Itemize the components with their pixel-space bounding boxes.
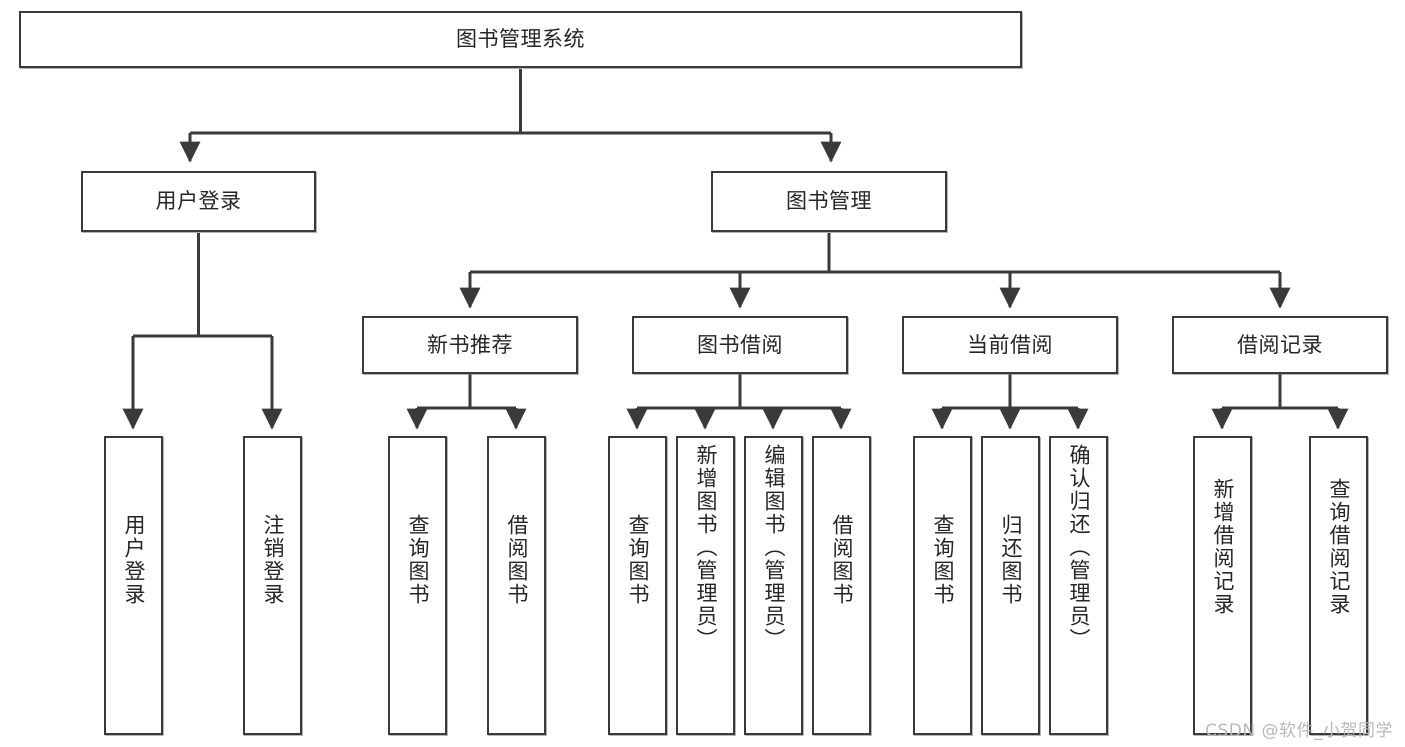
leaf-query-borrow-record-label: 查询借阅记录: [1327, 478, 1351, 616]
leaf-return-book-label: 归还图书: [999, 514, 1023, 606]
node-book-management-label: 图书管理: [786, 189, 872, 214]
node-user-login-label: 用户登录: [155, 189, 242, 214]
node-borrow-record[interactable]: 借阅记录: [1172, 316, 1388, 374]
watermark-text: CSDN @软件_小贺同学: [1205, 721, 1393, 741]
leaf-query-borrow-record[interactable]: 查询借阅记录: [1309, 436, 1368, 735]
leaf-confirm-return-admin-label: 确认归还（管理员）: [1067, 444, 1091, 651]
leaf-logout-login-label: 注销登录: [261, 514, 285, 606]
leaf-user-login[interactable]: 用户登录: [104, 436, 163, 735]
leaf-query-book-3[interactable]: 查询图书: [913, 436, 972, 735]
leaf-borrow-book-2-label: 借阅图书: [830, 514, 854, 606]
leaf-edit-book-admin-label: 编辑图书（管理员）: [762, 444, 786, 651]
node-root-system-label: 图书管理系统: [456, 27, 585, 52]
leaf-edit-book-admin[interactable]: 编辑图书（管理员）: [744, 436, 803, 735]
node-new-book-recommend[interactable]: 新书推荐: [362, 316, 578, 374]
leaf-query-book-2-label: 查询图书: [626, 514, 650, 606]
node-current-borrow-label: 当前借阅: [967, 332, 1053, 357]
leaf-add-book-admin[interactable]: 新增图书（管理员）: [676, 436, 735, 735]
leaf-query-book-2[interactable]: 查询图书: [608, 436, 667, 735]
node-new-book-recommend-label: 新书推荐: [427, 332, 513, 357]
leaf-logout-login[interactable]: 注销登录: [243, 436, 302, 735]
leaf-return-book[interactable]: 归还图书: [981, 436, 1040, 735]
leaf-query-book-3-label: 查询图书: [931, 514, 955, 606]
leaf-add-borrow-record-label: 新增借阅记录: [1211, 478, 1235, 616]
node-borrow-record-label: 借阅记录: [1237, 332, 1323, 357]
node-book-management[interactable]: 图书管理: [711, 171, 947, 232]
leaf-user-login-label: 用户登录: [122, 514, 146, 606]
node-book-borrow[interactable]: 图书借阅: [632, 316, 848, 374]
leaf-add-borrow-record[interactable]: 新增借阅记录: [1193, 436, 1252, 735]
leaf-add-book-admin-label: 新增图书（管理员）: [694, 444, 718, 651]
leaf-borrow-book-1[interactable]: 借阅图书: [487, 436, 546, 735]
node-current-borrow[interactable]: 当前借阅: [902, 316, 1118, 374]
node-root-system[interactable]: 图书管理系统: [19, 11, 1022, 68]
leaf-query-book-1[interactable]: 查询图书: [388, 436, 447, 735]
leaf-borrow-book-1-label: 借阅图书: [505, 514, 529, 606]
node-book-borrow-label: 图书借阅: [697, 332, 783, 357]
leaf-query-book-1-label: 查询图书: [406, 514, 430, 606]
leaf-borrow-book-2[interactable]: 借阅图书: [812, 436, 871, 735]
leaf-confirm-return-admin[interactable]: 确认归还（管理员）: [1049, 436, 1108, 735]
node-user-login[interactable]: 用户登录: [81, 171, 316, 232]
